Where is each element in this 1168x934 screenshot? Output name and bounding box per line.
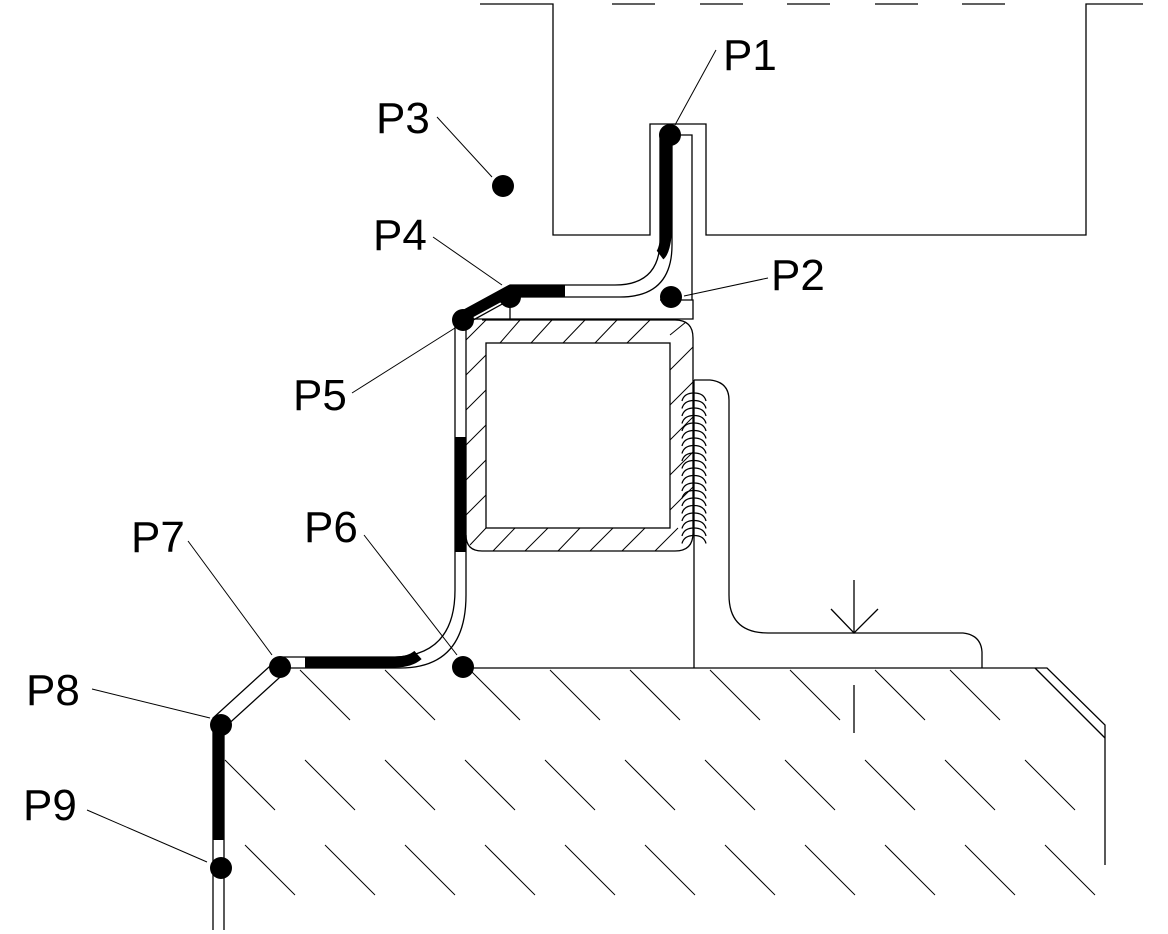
label-p1: P1 [723,31,777,80]
point-p1 [659,124,681,146]
top-channel-outline [480,3,1143,236]
hatch-line [224,759,276,811]
point-p6 [452,656,474,678]
hatch-line [964,844,1016,896]
hatch-line [724,844,776,896]
measurement-points [210,124,682,879]
label-p6: P6 [304,503,358,552]
label-p7: P7 [131,513,185,562]
hatch-line [404,844,456,896]
base-plate [466,667,1106,865]
point-p4 [499,286,521,308]
sheet-profile [212,135,673,930]
hatch-line [384,669,436,721]
point-labels: P1 P2 P3 P4 P5 P6 P7 P8 P9 [23,31,825,830]
hatch-line [624,759,676,811]
label-p8: P8 [26,666,80,715]
tube-hatching [465,319,694,552]
point-p8 [210,714,232,736]
hatch-line [949,669,1001,721]
leader-lines [86,49,769,863]
highlighted-segments [212,140,672,840]
hatch-line [944,759,996,811]
hatch-line [709,669,761,721]
vertical-plate [693,379,983,668]
hatch-line [1024,759,1076,811]
label-p2: P2 [771,251,825,300]
hatch-line [644,844,696,896]
hatch-line [549,669,601,721]
hatch-line [864,759,916,811]
label-p3: P3 [376,94,430,143]
hatch-line [629,669,681,721]
hatch-line [789,669,841,721]
hatch-line [1044,844,1096,896]
hatch-line [884,844,936,896]
hatch-line [464,759,516,811]
hatch-line [299,669,351,721]
hatch-line [544,759,596,811]
hatch-line [304,759,356,811]
arrow-indicator [830,580,879,733]
point-p5 [452,309,474,331]
hatch-line [484,844,536,896]
square-tube [465,319,694,552]
hatch-line [244,844,296,896]
hatch-line [704,759,756,811]
label-p5: P5 [293,371,347,420]
hatch-line [804,844,856,896]
point-p7 [269,656,291,678]
label-p9: P9 [23,781,77,830]
inner-slot-tab [457,134,694,320]
hatch-line [469,669,521,721]
hatch-line [324,844,376,896]
base-plate-hatching [224,669,1096,896]
hatch-line [564,844,616,896]
hatch-line [384,759,436,811]
hatch-line [784,759,836,811]
hatch-line [874,669,926,721]
point-p3 [492,175,514,197]
point-p2 [660,286,682,308]
point-p9 [210,857,232,879]
label-p4: P4 [373,211,427,260]
